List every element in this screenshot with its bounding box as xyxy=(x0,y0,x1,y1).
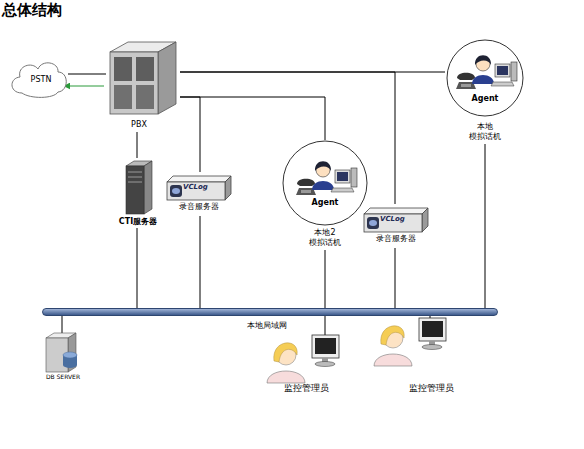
node-label: VCLog xyxy=(183,183,221,192)
node-label: Agent xyxy=(283,198,367,208)
agent-circle: Agent 本地 模拟话机 xyxy=(445,38,525,144)
recorder-server xyxy=(364,208,428,232)
connector-line xyxy=(485,144,486,308)
connector-line xyxy=(325,316,326,335)
agent-circle xyxy=(283,141,367,225)
diagram-title: 总体结构 xyxy=(2,1,62,20)
connector xyxy=(62,316,63,333)
recorder-server xyxy=(167,176,231,200)
trunk-line xyxy=(68,74,106,75)
node-label: 本地局域网 xyxy=(237,321,297,331)
connector-line xyxy=(180,97,325,140)
node-label: 本地2 模拟话机 xyxy=(300,228,350,248)
connector xyxy=(485,144,486,308)
connector xyxy=(180,97,200,172)
node-label: Agent xyxy=(445,94,525,104)
node-label: 录音服务器 xyxy=(163,202,235,212)
connector-line xyxy=(325,250,326,308)
admin-figure xyxy=(267,335,339,383)
cti-server: CTI服务器 xyxy=(112,158,164,228)
node-label: 本地 模拟话机 xyxy=(460,122,510,142)
connector xyxy=(137,228,138,308)
connector-line xyxy=(137,228,138,308)
connector xyxy=(325,250,326,308)
node-label: 录音服务器 xyxy=(360,234,432,244)
node-label: 监控管理员 xyxy=(281,383,331,394)
pbx-rack xyxy=(110,42,176,114)
connector xyxy=(200,216,201,308)
node-label: PBX xyxy=(106,120,172,130)
agent-figure xyxy=(296,161,357,195)
connector-line xyxy=(180,97,200,172)
agent-circle xyxy=(447,40,523,116)
node-label: CTI服务器 xyxy=(112,217,164,227)
db-server: DB SERVER xyxy=(36,333,90,383)
node-label: DB SERVER xyxy=(36,373,90,381)
connector-line xyxy=(137,132,138,158)
connector-line xyxy=(395,248,396,308)
admin-figure xyxy=(374,318,446,366)
pbx-switch: PBX xyxy=(106,40,180,132)
connector-line xyxy=(62,316,63,333)
connector xyxy=(395,248,396,308)
agent-circle: Agent 本地2 模拟话机 xyxy=(283,140,367,250)
admin-station: 监控管理员 xyxy=(370,318,465,396)
recorder-server: VCLog 录音服务器 xyxy=(360,204,432,248)
recorder-server: VCLog 录音服务器 xyxy=(163,172,235,216)
pstn-cloud: PSTN xyxy=(14,64,68,96)
admin-station: 监控管理员 xyxy=(265,335,355,395)
lan-bus: 本地局域网 xyxy=(42,308,498,316)
connector xyxy=(325,316,326,335)
connector xyxy=(180,97,325,140)
node-label: 监控管理员 xyxy=(406,383,456,394)
signal-arrow xyxy=(64,86,104,87)
node-label: VCLog xyxy=(380,215,418,224)
connector-line xyxy=(200,216,201,308)
db-server xyxy=(46,333,77,372)
agent-figure xyxy=(456,55,517,89)
cti-tower xyxy=(126,161,152,214)
connector xyxy=(64,74,106,86)
node-label: PSTN xyxy=(14,75,68,85)
connector xyxy=(137,132,138,158)
